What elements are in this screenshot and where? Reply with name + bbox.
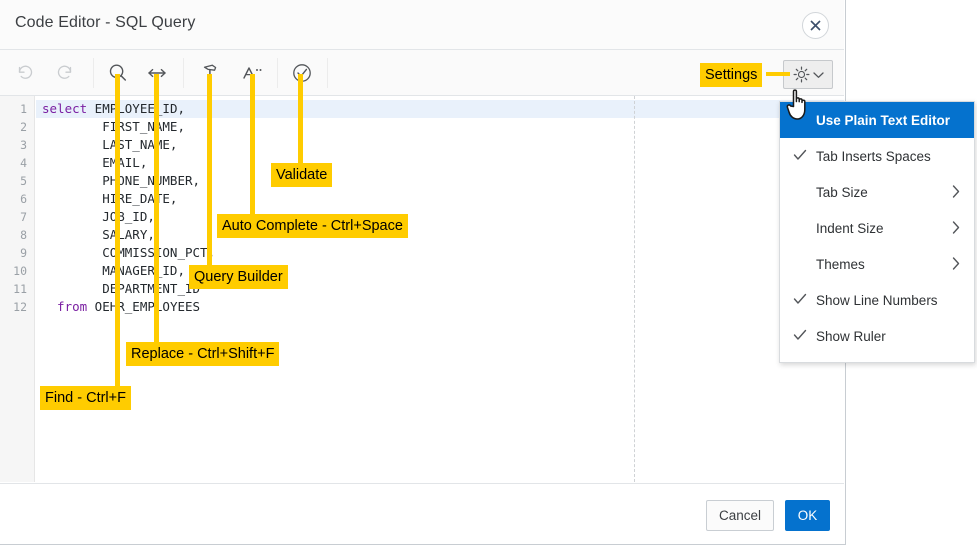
menu-item-label: Use Plain Text Editor bbox=[816, 112, 951, 128]
toolbar-separator bbox=[93, 58, 94, 88]
toolbar-separator bbox=[183, 58, 184, 88]
annotation-line-query-builder bbox=[207, 74, 212, 277]
menu-item-label: Show Line Numbers bbox=[816, 292, 938, 308]
sql-text: JOB_ID, bbox=[42, 209, 155, 224]
code-line: SALARY, bbox=[42, 226, 215, 244]
chevron-right-icon bbox=[952, 221, 960, 234]
menu-item-themes[interactable]: Themes bbox=[780, 246, 974, 282]
annotation-find: Find - Ctrl+F bbox=[40, 386, 131, 410]
annotation-line-replace bbox=[154, 74, 159, 354]
code-line: from OEHR_EMPLOYEES bbox=[42, 298, 215, 316]
code-line: PHONE_NUMBER, bbox=[42, 172, 215, 190]
sql-text: SALARY, bbox=[42, 227, 155, 242]
line-number: 11 bbox=[13, 282, 27, 296]
undo-button[interactable] bbox=[8, 56, 42, 90]
line-number: 10 bbox=[13, 264, 27, 278]
cancel-button[interactable]: Cancel bbox=[706, 500, 774, 531]
chevron-right-icon bbox=[952, 257, 960, 270]
line-number: 3 bbox=[20, 138, 27, 152]
code-line: JOB_ID, bbox=[42, 208, 215, 226]
sql-keyword: from bbox=[42, 299, 88, 314]
sql-text: COMMISSION_PCT, bbox=[42, 245, 216, 260]
code-line: FIRST_NAME, bbox=[42, 118, 215, 136]
sql-text: DEPARTMENT_ID bbox=[42, 281, 201, 296]
toolbar-separator bbox=[277, 58, 278, 88]
line-number: 2 bbox=[20, 120, 27, 134]
line-number: 12 bbox=[13, 300, 27, 314]
chevron-down-icon bbox=[812, 71, 824, 78]
line-number: 5 bbox=[20, 174, 27, 188]
undo-icon bbox=[18, 65, 33, 79]
current-line-highlight bbox=[36, 100, 844, 118]
annotation-replace: Replace - Ctrl+Shift+F bbox=[126, 342, 280, 366]
menu-item-indent-size[interactable]: Indent Size bbox=[780, 210, 974, 246]
sql-text: OEHR_EMPLOYEES bbox=[87, 299, 201, 314]
code-line: LAST_NAME, bbox=[42, 136, 215, 154]
check-icon bbox=[793, 293, 807, 304]
menu-item-show-line-numbers[interactable]: Show Line Numbers bbox=[780, 282, 974, 318]
page-title: Code Editor - SQL Query bbox=[15, 14, 196, 31]
editor-ruler bbox=[634, 96, 635, 482]
annotation-line-settings bbox=[766, 72, 790, 76]
sql-text: EMPLOYEE_ID, bbox=[87, 101, 185, 116]
redo-icon bbox=[57, 65, 72, 79]
annotation-line-find bbox=[115, 74, 120, 398]
menu-item-show-ruler[interactable]: Show Ruler bbox=[780, 318, 974, 354]
code-line: DEPARTMENT_ID bbox=[42, 280, 215, 298]
menu-item-label: Indent Size bbox=[816, 220, 884, 236]
line-number: 8 bbox=[20, 228, 27, 242]
sql-text: MANAGER_ID, bbox=[42, 263, 185, 278]
chevron-right-icon bbox=[952, 185, 960, 198]
line-number: 6 bbox=[20, 192, 27, 206]
line-number: 4 bbox=[20, 156, 27, 170]
sql-text: FIRST_NAME, bbox=[42, 119, 185, 134]
menu-item-label: Tab Size bbox=[816, 184, 868, 200]
annotation-settings: Settings bbox=[700, 63, 763, 87]
menu-item-label: Tab Inserts Spaces bbox=[816, 148, 931, 164]
menu-item-label: Show Ruler bbox=[816, 328, 886, 344]
code-line: MANAGER_ID, bbox=[42, 262, 215, 280]
check-icon bbox=[793, 329, 807, 340]
sql-code-text[interactable]: select EMPLOYEE_ID, FIRST_NAME, LAST_NAM… bbox=[42, 96, 215, 316]
close-icon bbox=[810, 20, 821, 31]
menu-item-use-plain-text-editor[interactable]: Use Plain Text Editor bbox=[780, 102, 974, 138]
sql-text: EMAIL, bbox=[42, 155, 148, 170]
check-icon bbox=[793, 149, 807, 160]
menu-item-label: Themes bbox=[816, 256, 865, 272]
annotation-query-builder: Query Builder bbox=[189, 265, 288, 289]
menu-item-tab-inserts-spaces[interactable]: Tab Inserts Spaces bbox=[780, 138, 974, 174]
annotation-line-auto-complete bbox=[250, 74, 255, 227]
redo-button[interactable] bbox=[48, 56, 82, 90]
line-number: 9 bbox=[20, 246, 27, 260]
line-number: 7 bbox=[20, 210, 27, 224]
annotation-line-validate bbox=[298, 74, 303, 175]
annotation-validate: Validate bbox=[271, 163, 333, 187]
settings-button[interactable] bbox=[783, 60, 833, 89]
line-number: 1 bbox=[20, 102, 27, 116]
code-line: select EMPLOYEE_ID, bbox=[42, 100, 215, 118]
code-line: COMMISSION_PCT, bbox=[42, 244, 215, 262]
gear-icon bbox=[793, 66, 809, 83]
pointing-hand-cursor bbox=[786, 89, 806, 120]
code-line: HIRE_DATE, bbox=[42, 190, 215, 208]
close-button[interactable] bbox=[802, 12, 829, 39]
sql-keyword: select bbox=[42, 101, 88, 116]
replace-button[interactable] bbox=[140, 56, 174, 90]
annotation-auto-complete: Auto Complete - Ctrl+Space bbox=[217, 214, 408, 238]
code-line: EMAIL, bbox=[42, 154, 215, 172]
menu-item-tab-size[interactable]: Tab Size bbox=[780, 174, 974, 210]
toolbar-separator bbox=[327, 58, 328, 88]
dialog-titlebar: Code Editor - SQL Query bbox=[0, 0, 844, 50]
mouse-cursor bbox=[784, 86, 814, 127]
dialog-footer: Cancel OK bbox=[0, 483, 844, 544]
replace-arrows-icon bbox=[148, 68, 166, 78]
sql-text: PHONE_NUMBER, bbox=[42, 173, 201, 188]
ok-button[interactable]: OK bbox=[785, 500, 830, 531]
